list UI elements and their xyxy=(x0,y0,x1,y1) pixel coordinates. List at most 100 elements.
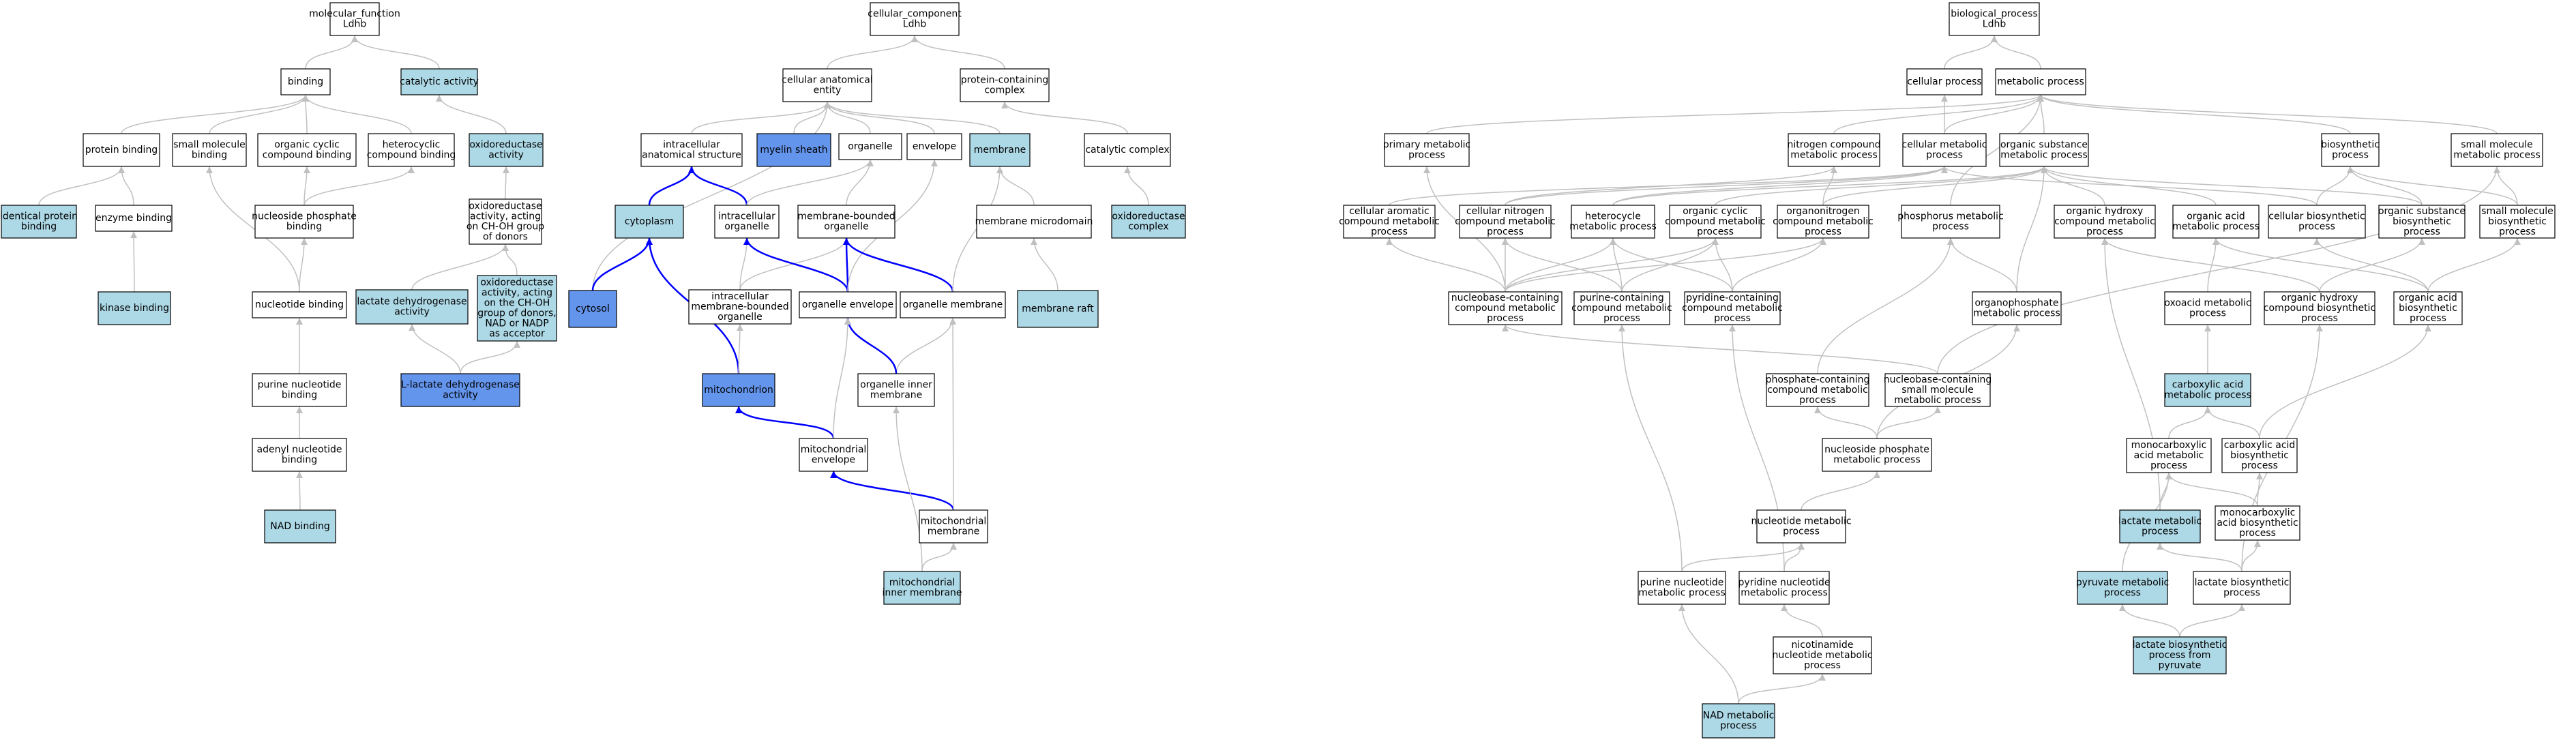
term-node-cellproc[interactable]: cellular process xyxy=(1906,68,1983,95)
term-node-cytosol[interactable]: cytosol xyxy=(568,290,617,328)
edge-orgenv-to-intraorg xyxy=(743,237,849,293)
edge-nucphbind-to-occbind xyxy=(303,166,310,206)
edge-nbsmmp-to-smmp xyxy=(1937,166,2500,374)
term-node-orgmem[interactable]: organelle membrane xyxy=(900,291,1006,318)
term-node-memraft[interactable]: membrane raft xyxy=(1017,290,1099,328)
term-node-myelin[interactable]: myelin sheath xyxy=(756,133,831,167)
term-node-catcomplex[interactable]: catalytic complex xyxy=(1084,133,1171,167)
term-node-cytoplasm[interactable]: cytoplasm xyxy=(615,205,684,239)
term-node-orgenv[interactable]: organelle envelope xyxy=(799,291,897,318)
term-node-ntbind[interactable]: nucleotide binding xyxy=(252,291,347,318)
term-label-line: on the CH-OH xyxy=(484,298,550,309)
term-node-catact[interactable]: catalytic activity xyxy=(400,68,479,95)
term-node-membrane[interactable]: membrane xyxy=(969,133,1031,167)
term-node-enzbind[interactable]: enzyme binding xyxy=(95,205,173,232)
term-label-line: heterocyclic xyxy=(383,140,441,151)
term-label-line: process xyxy=(2403,226,2440,237)
term-node-memmicro[interactable]: membrane microdomain xyxy=(975,205,1093,239)
term-node-mito[interactable]: mitochondrion xyxy=(702,373,775,407)
term-node-organelle[interactable]: organelle xyxy=(838,133,902,160)
term-node-protbind[interactable]: protein binding xyxy=(83,133,160,167)
edge-imbo-to-intraorg xyxy=(739,237,750,291)
edge-mito-to-imbo xyxy=(736,323,743,374)
term-node-kinbind[interactable]: kinase binding xyxy=(98,291,171,325)
edge-mbo-to-organelle xyxy=(846,159,874,206)
term-node-nadbind[interactable]: NAD binding xyxy=(264,509,336,544)
term-node-metproc[interactable]: metabolic process xyxy=(1995,68,2086,95)
term-node-envelope[interactable]: envelope xyxy=(906,133,962,160)
edge-nucphbind-to-hetbind xyxy=(304,166,415,206)
edge-oim-to-orgmem xyxy=(895,317,956,374)
term-label-line: NAD metabolic xyxy=(1703,711,1775,721)
term-label-line: organic cyclic xyxy=(1683,206,1748,217)
term-node-binding[interactable]: binding xyxy=(280,68,331,95)
